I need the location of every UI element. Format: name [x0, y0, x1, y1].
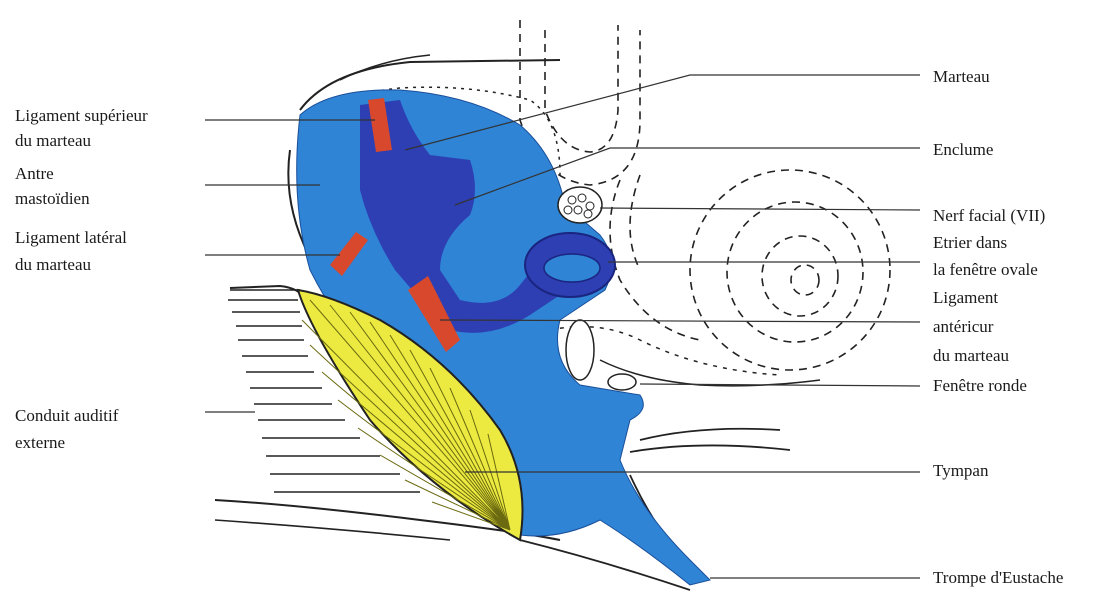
label-tympan: Tympan — [933, 458, 988, 483]
label-nerf-facial: Nerf facial (VII) — [933, 203, 1045, 228]
stapes-inner — [544, 254, 600, 282]
label-ligament-lateral-line2: du marteau — [15, 252, 91, 277]
label-marteau: Marteau — [933, 64, 990, 89]
label-antre-line1: Antre — [15, 161, 54, 186]
label-etrier-line2: la fenêtre ovale — [933, 257, 1038, 282]
label-ligament-superieur-line1: Ligament supérieur — [15, 103, 148, 128]
label-ligament-anterieur-line3: du marteau — [933, 343, 1009, 368]
label-conduit-line1: Conduit auditif — [15, 403, 118, 428]
label-fenetre-ronde: Fenêtre ronde — [933, 373, 1027, 398]
nerf-facial-shape — [558, 187, 602, 223]
label-conduit-line2: externe — [15, 430, 65, 455]
fenetre-ronde-shape — [566, 320, 636, 390]
label-trompe: Trompe d'Eustache — [933, 565, 1063, 590]
label-antre-line2: mastoïdien — [15, 186, 90, 211]
label-ligament-superieur-line2: du marteau — [15, 128, 91, 153]
label-ligament-anterieur-line1: Ligament — [933, 285, 998, 310]
label-ligament-lateral-line1: Ligament latéral — [15, 225, 127, 250]
cochlea — [690, 170, 890, 370]
label-enclume: Enclume — [933, 137, 993, 162]
label-ligament-anterieur-line2: antéricur — [933, 314, 993, 339]
label-etrier-line1: Etrier dans — [933, 230, 1007, 255]
